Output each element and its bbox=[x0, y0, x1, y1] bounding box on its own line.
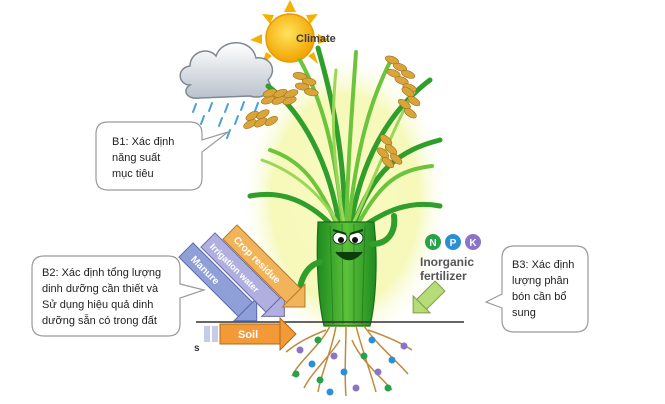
nutrient-n: N bbox=[429, 238, 436, 249]
sun-icon bbox=[250, 0, 330, 64]
svg-text:B3: Xác định lượng phân: B3: Xác định lượng phân bón cần bổ sung bbox=[512, 259, 577, 319]
b3-line-1: B3: Xác định bbox=[512, 259, 574, 271]
inorganic-fertilizer-line1: Inorganic bbox=[420, 255, 474, 269]
cloud-icon bbox=[179, 42, 274, 99]
callout-b2: B2: Xác định tổng lượng dinh dưỡng cần t… bbox=[31, 255, 207, 337]
b3-line-2: lượng phân bbox=[512, 275, 569, 287]
b2-line-1: B2: Xác định tổng lượng bbox=[42, 267, 161, 279]
npk-badges: N P K bbox=[425, 234, 481, 250]
callout-b3: B3: Xác định lượng phân bón cần bổ sung bbox=[484, 245, 589, 333]
b3-line-4: sung bbox=[512, 307, 536, 319]
b2-line-4: dưỡng sẵn có trong đất bbox=[42, 314, 157, 327]
input-arrows: Manure Irrigation water Crop residue Soi… bbox=[178, 224, 306, 354]
plant-stalk bbox=[296, 213, 398, 327]
b1-line-3: mục tiêu bbox=[112, 168, 154, 180]
inorganic-fertilizer-line2: fertilizer bbox=[420, 269, 467, 283]
nutrient-k: K bbox=[469, 238, 477, 249]
root-nutrient-dots bbox=[292, 336, 408, 396]
rain-icon bbox=[192, 101, 259, 139]
rice-grains bbox=[243, 55, 421, 169]
b1-line-1: B1: Xác định bbox=[112, 136, 174, 148]
fertilizer-arrow bbox=[412, 280, 446, 314]
svg-text:B1: Xác định năng suất: B1: Xác định năng suất mục tiêu bbox=[112, 136, 177, 180]
nutrient-p: P bbox=[450, 238, 457, 249]
b2-line-2: dinh dưỡng cần thiết và bbox=[42, 283, 159, 295]
climate-label: Climate bbox=[296, 33, 336, 45]
b3-line-3: bón cần bổ bbox=[512, 291, 566, 303]
plant-face bbox=[332, 229, 364, 261]
soil-prefix: s bbox=[194, 343, 200, 354]
b1-line-2: năng suất bbox=[112, 152, 160, 164]
soil-label: Soil bbox=[238, 329, 258, 341]
b2-line-3: Sử dụng hiệu quả dinh bbox=[42, 299, 153, 311]
soil-arrow: Soil bbox=[204, 316, 297, 352]
callout-b1: B1: Xác định năng suất mục tiêu bbox=[95, 121, 229, 191]
svg-text:B2: Xác định tổng lượng: B2: Xác định tổng lượng dinh dưỡng cần t… bbox=[42, 267, 164, 327]
